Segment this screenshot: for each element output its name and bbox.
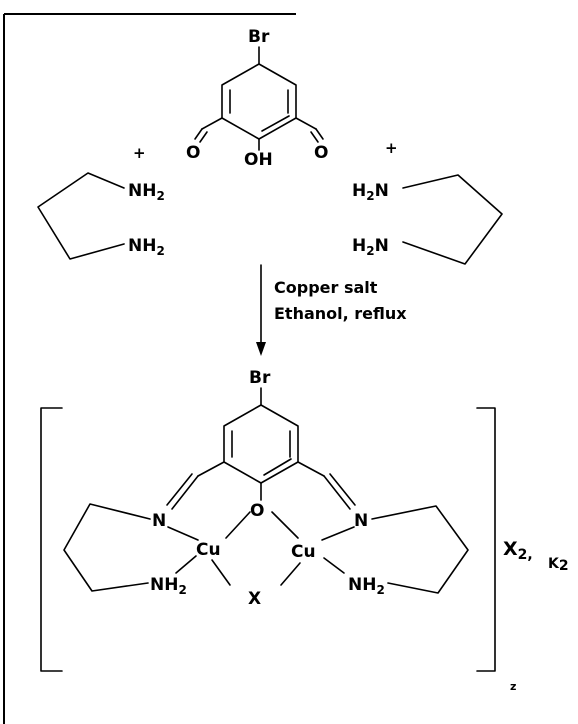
left-amine-label: NH2 [150, 575, 187, 597]
conditions-label: Ethanol, reflux [274, 304, 407, 323]
reaction-arrow [256, 264, 266, 356]
left-imine-nitrogen: N [152, 511, 166, 531]
charge-label: z [510, 680, 516, 693]
right-diamine-reactant: H2N H2N [352, 174, 503, 265]
left-diamine-nh2-top: NH2 [128, 181, 165, 203]
left-copper-label: Cu [196, 540, 221, 560]
page-frame [3, 13, 296, 724]
right-diamine-h2n-bottom: H2N [352, 236, 389, 258]
right-imine-nitrogen: N [354, 511, 368, 531]
product-bromine-label: Br [249, 368, 271, 388]
left-diamine-nh2-bottom: NH2 [128, 236, 165, 258]
bridging-x-label: X [248, 589, 261, 609]
plus-sign-right: + [385, 139, 398, 157]
right-copper-label: Cu [291, 542, 316, 562]
reagent-label: Copper salt [274, 278, 378, 297]
left-diamine-reactant: NH2 NH2 [37, 172, 165, 260]
hydroxyl-label: OH [244, 150, 273, 170]
right-aldehyde-oxygen: O [314, 143, 328, 163]
product-complex: Br O N N Cu Cu X NH2 [40, 368, 569, 693]
phenoxide-oxygen: O [250, 501, 264, 521]
right-diamine-h2n-top: H2N [352, 181, 389, 203]
counterion-label: X2, [503, 538, 533, 563]
plus-sign-left: + [133, 144, 146, 162]
alt-counterion-label: K2 [548, 556, 569, 574]
left-aldehyde-oxygen: O [186, 143, 200, 163]
right-amine-label: NH2 [348, 575, 385, 597]
top-bromine-label: Br [248, 27, 270, 47]
aldehyde-reactant: Br OH O O [186, 27, 328, 170]
